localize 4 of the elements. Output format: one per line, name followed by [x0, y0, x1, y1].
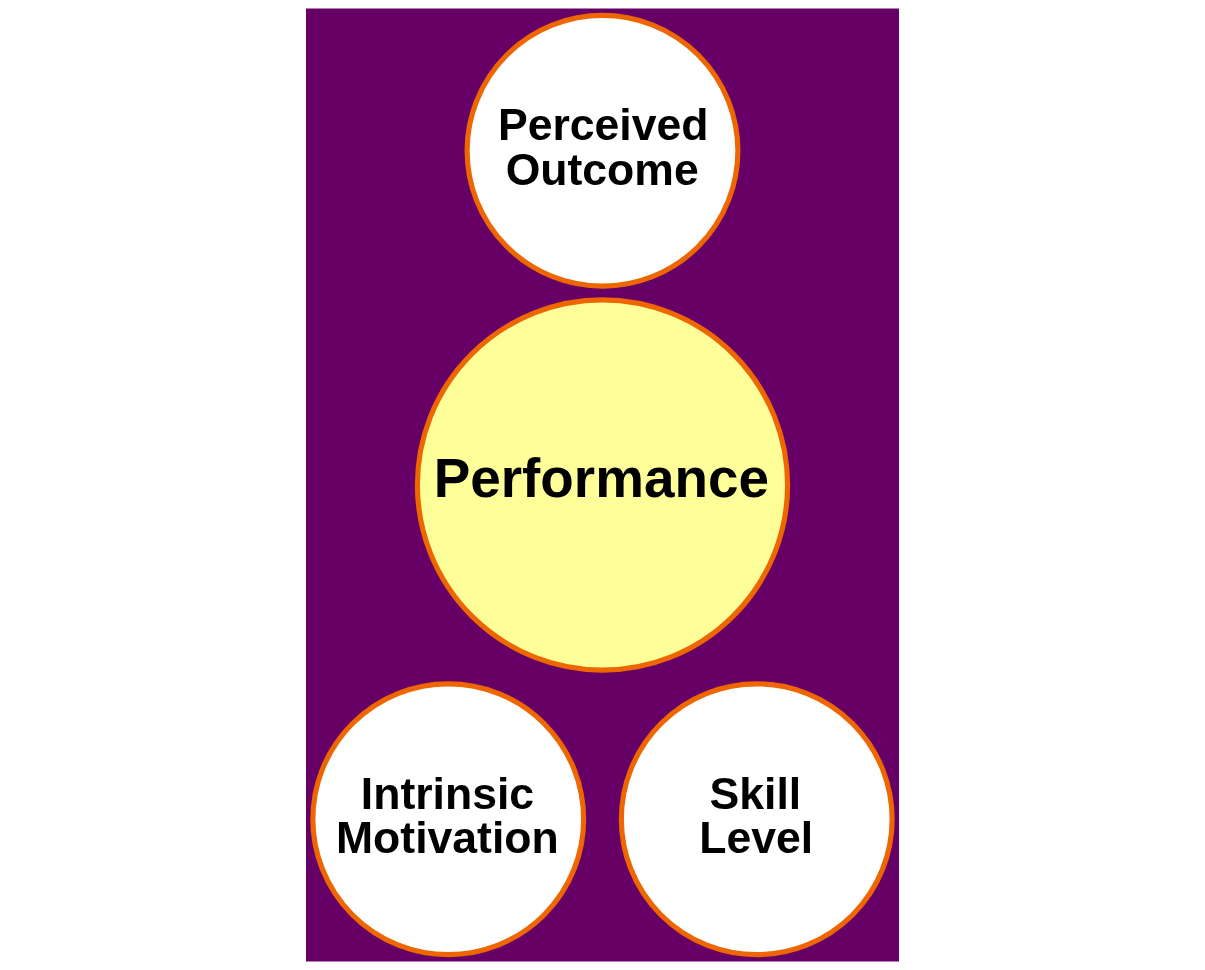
node-circle: Intrinsic Motivation: [310, 681, 587, 958]
node-circle: Performance: [414, 297, 791, 673]
node-circle: Skill Level: [618, 681, 895, 958]
node-circle: Perceived Outcome: [464, 12, 741, 289]
